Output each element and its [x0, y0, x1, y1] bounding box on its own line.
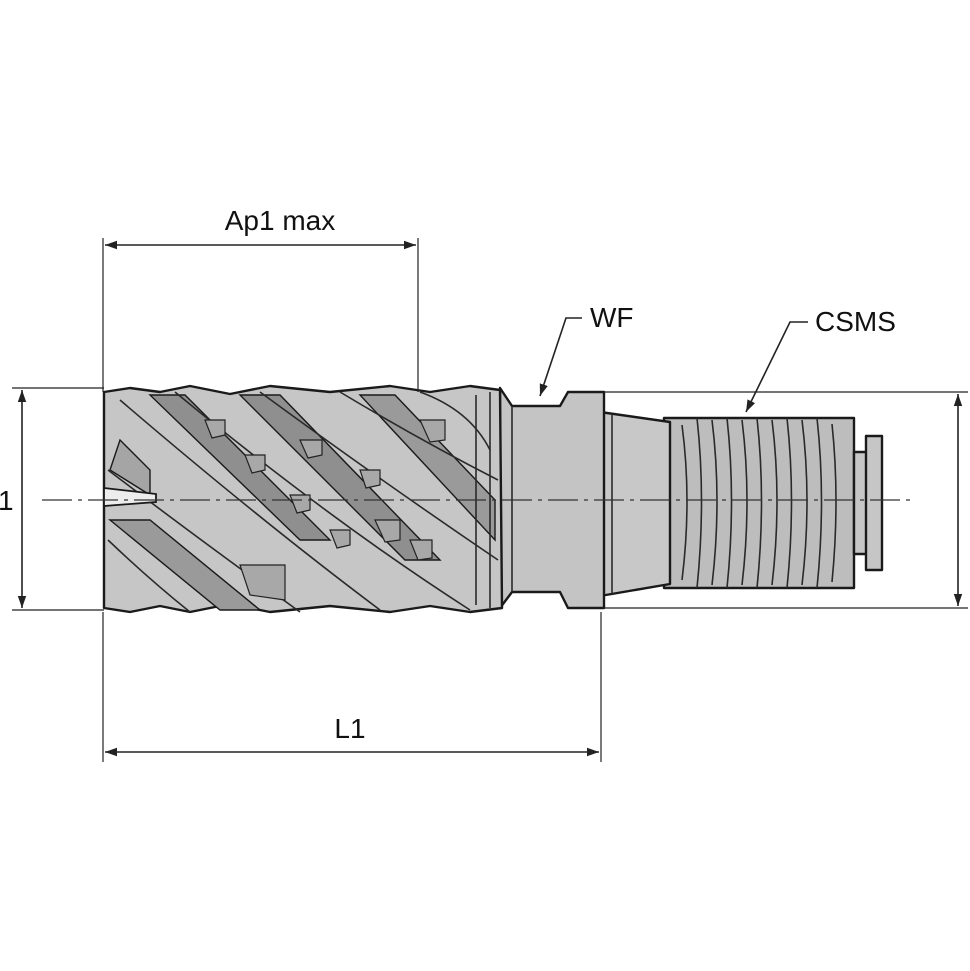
wf-label: WF [590, 302, 634, 333]
flutes [108, 394, 496, 611]
tool-body [102, 384, 884, 614]
dimension-d1: 1 [0, 387, 104, 611]
threaded-shank [662, 416, 884, 590]
callout-wf: WF [539, 302, 634, 397]
edge-notches [204, 419, 446, 601]
neck [598, 410, 672, 598]
ap1-max-label: Ap1 max [225, 205, 336, 236]
d1-label: 1 [0, 485, 14, 516]
dimension-l1: L1 [102, 612, 602, 762]
l1-label: L1 [334, 713, 365, 744]
dimension-shoulder-diameter [604, 391, 968, 609]
dimension-ap1-max: Ap1 max [102, 205, 419, 392]
shoulder-collar [498, 386, 606, 610]
callout-csms: CSMS [745, 306, 896, 413]
csms-label: CSMS [815, 306, 896, 337]
